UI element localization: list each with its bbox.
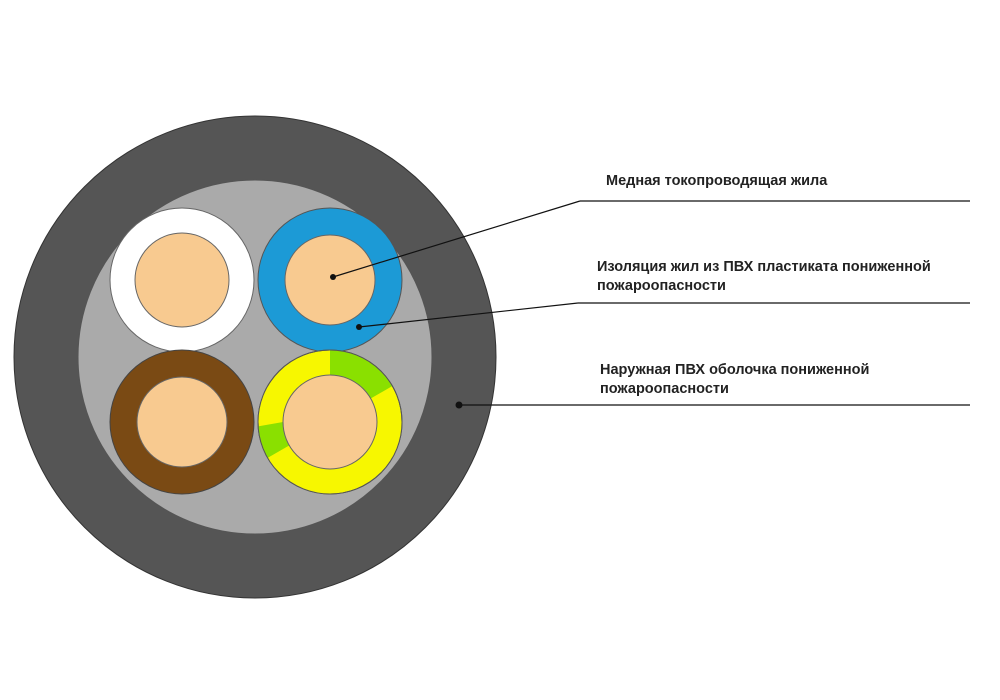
green-stripe-bottom	[267, 445, 330, 495]
label-core-insulation-line1: Изоляция жил из ПВХ пластиката пониженно…	[597, 259, 931, 275]
label-core-insulation-line2: пожароопасности	[597, 278, 726, 294]
core-blue	[257, 207, 403, 353]
core-white	[109, 207, 255, 353]
core-yellow-green-copper	[282, 374, 378, 470]
label-copper-conductor-text: Медная токопроводящая жила	[606, 173, 828, 189]
core-white-copper	[134, 232, 230, 328]
core-yellow-green	[257, 349, 403, 495]
label-outer-sheath-line2: пожароопасности	[600, 381, 729, 397]
core-brown-copper	[136, 376, 228, 468]
green-stripe-right	[370, 422, 403, 458]
core-brown	[109, 349, 255, 495]
leader-copper	[330, 200, 970, 280]
label-core-insulation: Изоляция жил из ПВХ пластиката пониженно…	[597, 258, 931, 296]
label-outer-sheath: Наружная ПВХ оболочка пониженной пожароо…	[600, 361, 869, 399]
label-copper-conductor: Медная токопроводящая жила	[606, 172, 827, 191]
leader-sheath	[455, 401, 970, 409]
green-stripe-left	[258, 422, 290, 458]
green-stripe-top-left	[257, 386, 290, 422]
leader-insulation	[356, 302, 970, 330]
green-stripe-top	[330, 349, 393, 399]
label-outer-sheath-line1: Наружная ПВХ оболочка пониженной	[600, 362, 870, 378]
core-yellow-green-outline	[257, 349, 403, 495]
core-blue-copper	[284, 234, 376, 326]
